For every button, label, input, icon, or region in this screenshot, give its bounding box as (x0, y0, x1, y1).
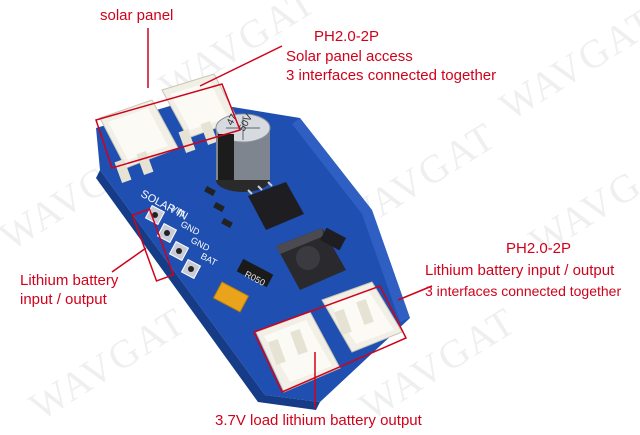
label-solar-access: Solar panel access (286, 48, 413, 65)
leader-lines (111, 28, 433, 408)
pcb-board-highlight (292, 118, 410, 322)
solar-connector-left (99, 99, 179, 184)
label-lithium-right-interfaces: 3 interfaces connected together (425, 283, 622, 299)
label-ph-right: PH2.0-2P (506, 240, 572, 257)
annotation-box-battery (252, 285, 408, 393)
label-lithium-right: Lithium battery input / output (425, 262, 615, 279)
ic-chip (247, 181, 304, 230)
label-lithium-left: Lithium battery (20, 272, 119, 289)
label-lithium-left-io: input / output (20, 291, 107, 308)
smd-resistor (221, 218, 233, 228)
label-solar-panel: solar panel (100, 7, 174, 24)
smd-diode (320, 227, 346, 251)
tantalum-capacitor (212, 281, 250, 313)
annotation-box-solar (95, 83, 241, 169)
label-ph-top: PH2.0-2P (314, 28, 380, 45)
label-load-output: 3.7V load lithium battery output (215, 412, 422, 429)
sense-resistor (236, 258, 274, 288)
smd-resistor (204, 186, 216, 196)
label-solar-interfaces: 3 interfaces connected together (286, 67, 497, 84)
smd-resistor (213, 202, 225, 212)
electrolytic-capacitor (215, 113, 271, 192)
pcb-board (96, 100, 410, 402)
capacitor-value: 47 (225, 112, 240, 127)
annotation-box-pins (131, 208, 175, 282)
